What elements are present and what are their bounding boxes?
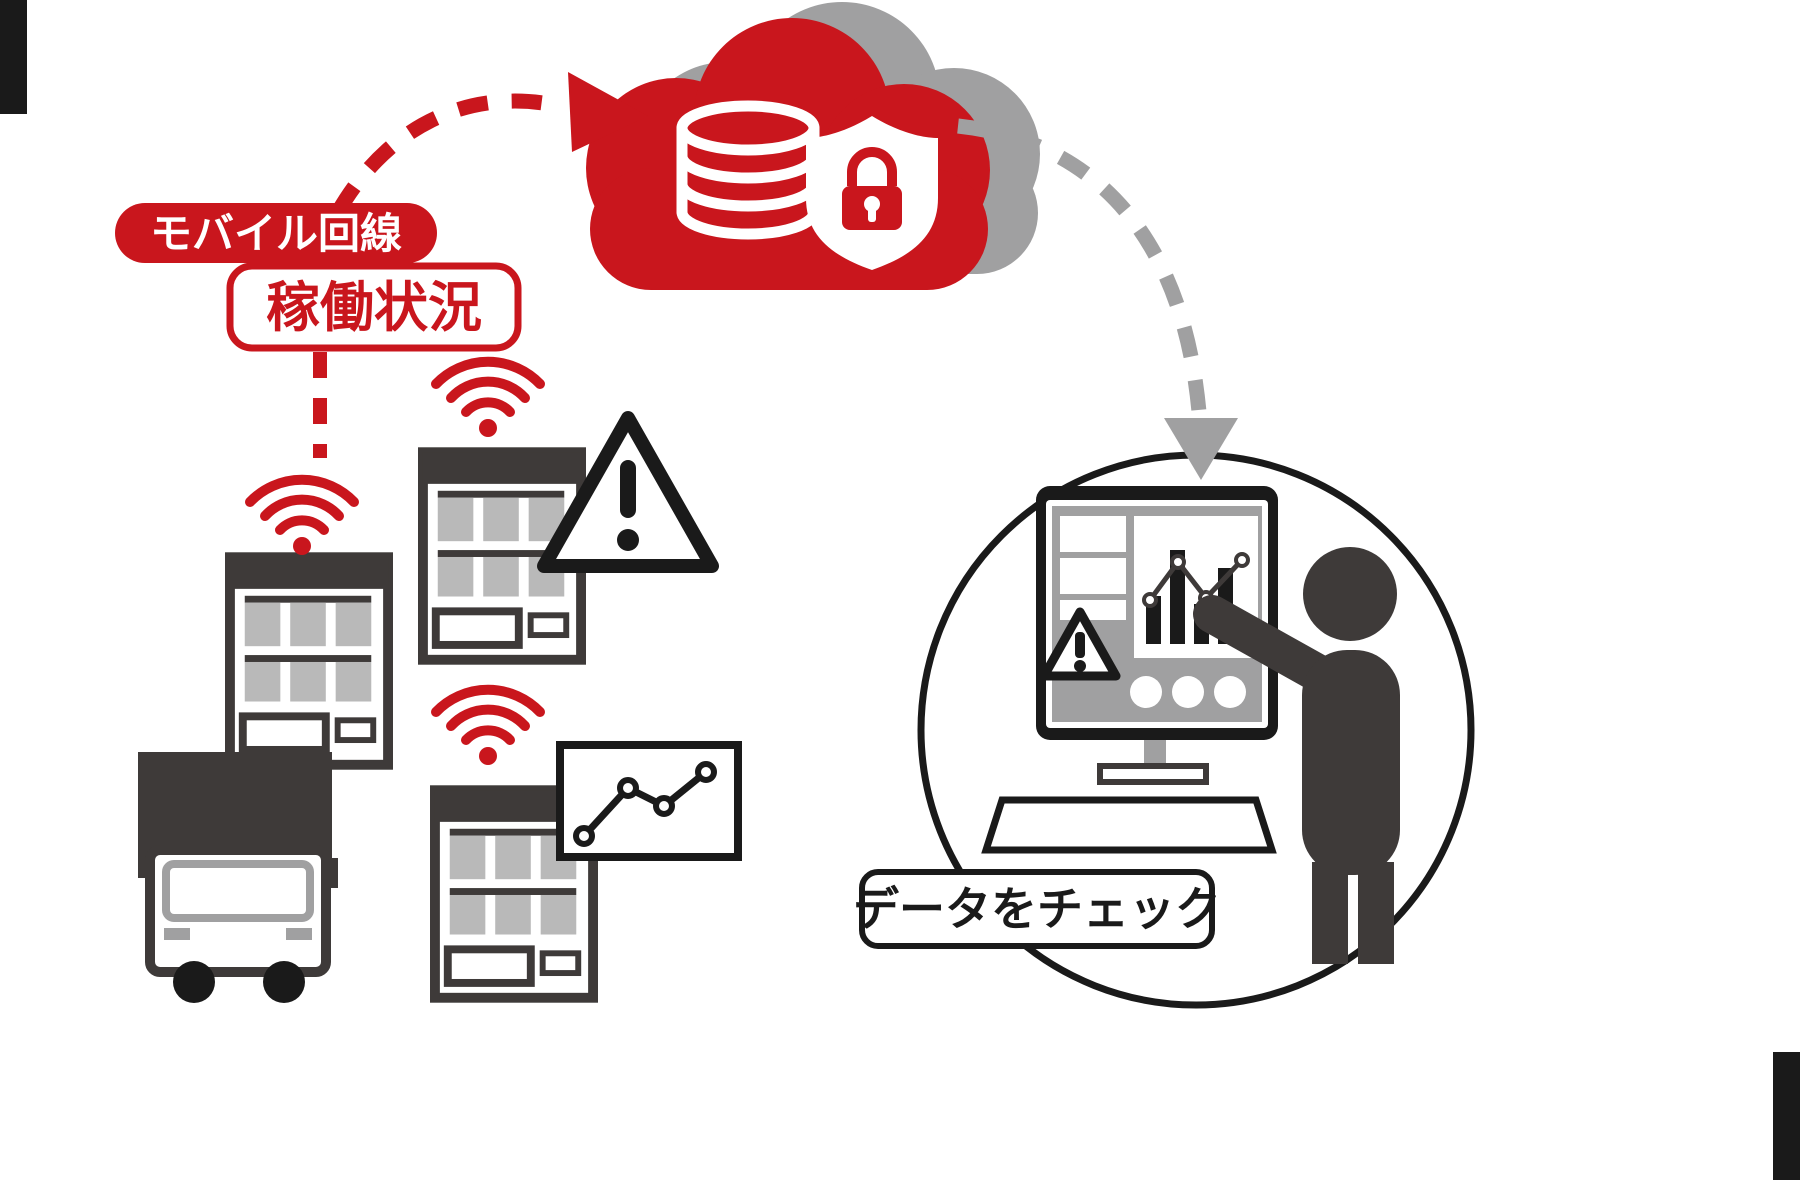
trend-line bbox=[1147, 557, 1244, 602]
screen-sidebar-panel bbox=[1060, 600, 1126, 620]
person-leg-right bbox=[1358, 862, 1394, 964]
screen-chart-panel bbox=[1134, 516, 1258, 658]
screen-sidebar-panel bbox=[1060, 558, 1126, 594]
truck-headlight-left bbox=[164, 928, 190, 940]
label-mobile-line-text: モバイル回線 bbox=[150, 209, 402, 258]
monitor-stand-base bbox=[1097, 763, 1209, 785]
vending-machine-left bbox=[230, 557, 388, 765]
monitor-scene bbox=[917, 451, 1475, 1009]
truck-windshield bbox=[162, 860, 314, 922]
truck-wheel-right bbox=[263, 961, 305, 1003]
label-check-data: データをチェック bbox=[853, 869, 1221, 949]
download-arrow-head bbox=[1164, 418, 1238, 480]
monitor-icon bbox=[1036, 486, 1278, 785]
shield-lock-icon bbox=[806, 116, 938, 270]
bar bbox=[1170, 550, 1185, 644]
bar bbox=[1146, 596, 1161, 644]
truck-icon bbox=[138, 752, 338, 1003]
label-check-data-text: データをチェック bbox=[853, 882, 1221, 936]
label-operating-status-text: 稼働状況 bbox=[266, 276, 482, 339]
screen-sidebar-panel bbox=[1060, 516, 1126, 552]
warning-icon bbox=[537, 411, 719, 573]
truck-headlight-right bbox=[286, 928, 312, 940]
label-operating-status: 稼働状況 bbox=[226, 262, 522, 352]
screen-status-dot bbox=[1214, 676, 1246, 708]
lock-shackle bbox=[847, 147, 897, 186]
chart-line-icon bbox=[556, 741, 742, 861]
lock-keyhole bbox=[864, 196, 880, 212]
upload-arrow-icon bbox=[331, 72, 648, 216]
upload-arrow-head bbox=[568, 72, 648, 152]
right-edge-bar bbox=[1773, 1052, 1800, 1180]
label-mobile-line: モバイル回線 bbox=[115, 203, 437, 263]
person-icon bbox=[1193, 547, 1400, 964]
screen-status-dot bbox=[1130, 676, 1162, 708]
download-arrow-icon bbox=[957, 118, 1238, 480]
warning-exclamation-bar bbox=[620, 460, 636, 518]
screen-status-dot bbox=[1172, 676, 1204, 708]
truck-wheel-left bbox=[173, 961, 215, 1003]
keyboard-icon bbox=[981, 796, 1277, 854]
warning-exclamation-dot bbox=[617, 529, 639, 551]
monitor-stand-neck bbox=[1144, 740, 1166, 768]
lock-keyhole-stem bbox=[868, 208, 876, 222]
person-torso bbox=[1302, 650, 1400, 875]
screen-warning-icon bbox=[1039, 607, 1121, 681]
left-edge-bar bbox=[0, 0, 27, 114]
person-leg-left bbox=[1312, 862, 1348, 964]
person-head bbox=[1303, 547, 1397, 641]
